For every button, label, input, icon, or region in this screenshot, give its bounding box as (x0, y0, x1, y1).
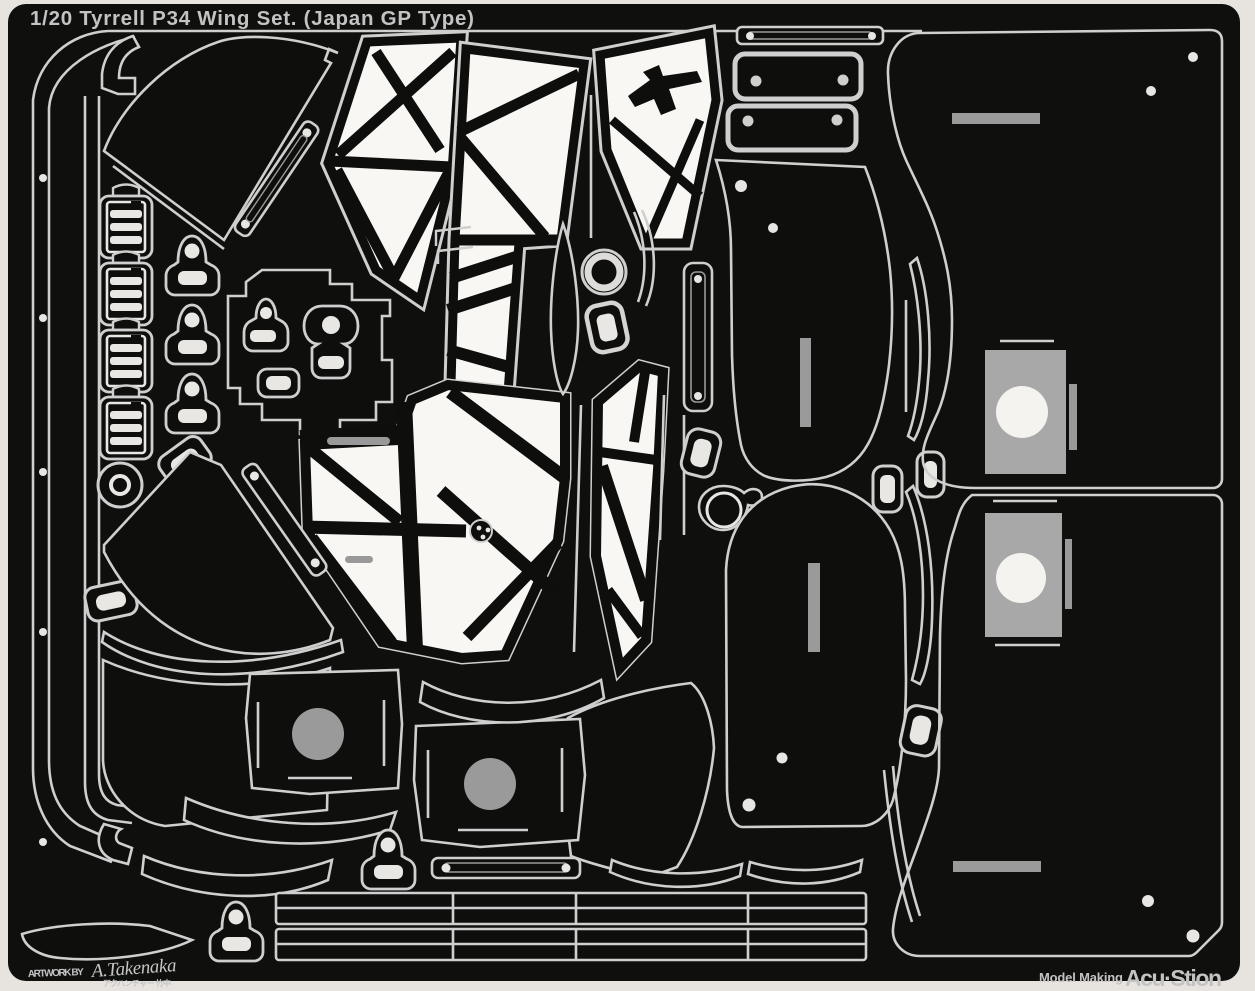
svg-text:ARTWORK BY: ARTWORK BY (28, 967, 85, 980)
svg-text:1/20 Tyrrell P34 Wing Set. (Ja: 1/20 Tyrrell P34 Wing Set. (Japan GP Typ… (30, 7, 474, 30)
svg-text:Model Making: Model Making (1039, 970, 1123, 985)
svg-text:アクハンチャー 竹中: アクハンチャー 竹中 (103, 978, 171, 988)
svg-text:Acu·Stion: Acu·Stion (1125, 965, 1222, 991)
